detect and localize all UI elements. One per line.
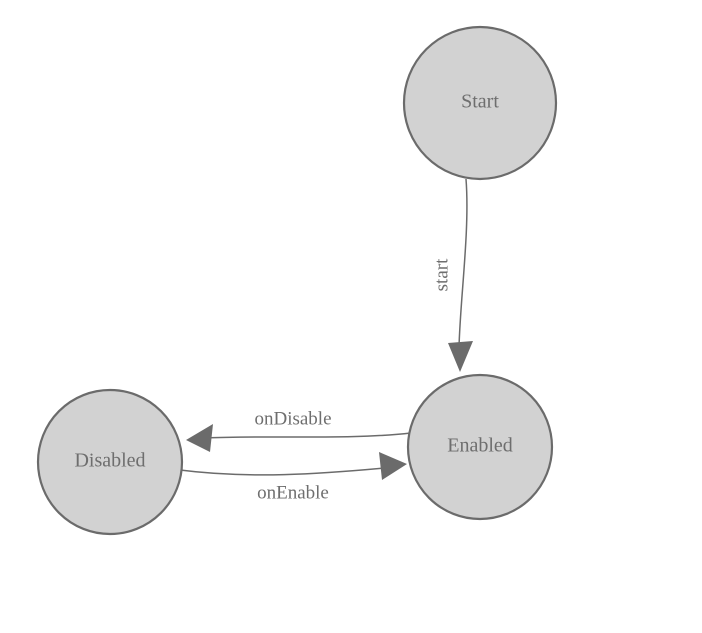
state-node-enabled-label: Enabled: [447, 435, 513, 457]
state-node-enabled-circle: [406, 373, 554, 521]
edge-disabled-to-enabled[interactable]: onEnable: [179, 452, 407, 503]
state-node-start[interactable]: Start: [402, 25, 558, 181]
state-node-start-circle: [402, 25, 558, 181]
state-node-disabled-circle: [36, 388, 184, 536]
state-node-enabled[interactable]: Enabled: [406, 373, 554, 521]
arrowhead-icon-disabled-to-enabled: [379, 452, 407, 480]
edge-enabled-to-disabled[interactable]: onDisable: [186, 408, 412, 452]
state-node-disabled[interactable]: Disabled: [36, 388, 184, 536]
edge-label-ondisable: onDisable: [254, 408, 331, 429]
state-node-start-label: Start: [461, 91, 499, 113]
edge-label-start: start: [431, 258, 452, 291]
arrowhead-icon-start-to-enabled: [448, 341, 473, 372]
edge-line-enabled-to-disabled: [204, 432, 412, 439]
edge-line-disabled-to-enabled: [179, 467, 386, 476]
edge-line-start-to-enabled: [458, 178, 468, 349]
edge-label-onenable: onEnable: [257, 482, 329, 503]
edge-start-to-enabled[interactable]: start: [431, 178, 473, 372]
arrowhead-icon-enabled-to-disabled: [186, 424, 213, 452]
state-node-disabled-label: Disabled: [74, 450, 145, 472]
